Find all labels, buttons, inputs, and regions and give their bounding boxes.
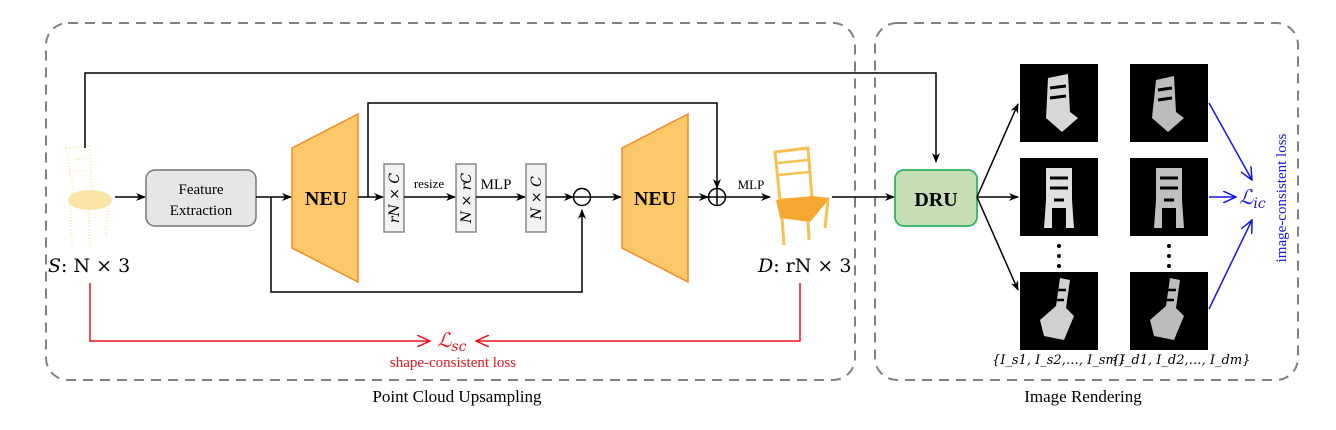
tensor-shape-NxrC — [455, 163, 477, 233]
arrow-shape-loss-from-dense — [476, 283, 801, 341]
resize-label: resize — [414, 176, 445, 191]
rendered-image-dense-m — [1130, 272, 1208, 350]
dense-image-set-label: {I_d1, I_d2,…, I_dm} — [1112, 353, 1251, 368]
add-operator-icon — [707, 187, 727, 207]
arrow-shape-loss-from-sparse — [89, 283, 430, 341]
section-title-left: Point Cloud Upsampling — [372, 387, 542, 406]
neu-block-2 — [621, 112, 689, 284]
tensor-shape-NxrC-label: N × rC — [459, 173, 475, 225]
shape-consistent-loss-symbol: ℒsc — [437, 328, 467, 355]
feature-extraction-label-1: Feature — [179, 182, 224, 198]
ellipsis-icon — [1057, 244, 1061, 268]
tensor-shape-rNxC-label: rN × C — [387, 173, 403, 224]
rendered-image-dense-2 — [1130, 158, 1208, 236]
dense-output-label: D: rN × 3 — [757, 255, 851, 277]
feature-extraction-block — [145, 169, 257, 227]
ellipsis-icon — [1167, 244, 1171, 268]
rendered-image-sparse-1 — [1020, 64, 1098, 142]
neu-label-2: NEU — [634, 188, 676, 210]
dru-label: DRU — [914, 189, 957, 211]
mlp-label-2: MLP — [738, 177, 765, 192]
image-consistent-loss-text: image-consistent loss — [1274, 133, 1290, 262]
tensor-shape-NxC — [525, 163, 547, 233]
image-consistent-loss-symbol: ℒic — [1239, 185, 1266, 212]
sparse-input-label: S: N × 3 — [48, 255, 130, 277]
arrow-dru-to-image-top — [976, 103, 1019, 198]
section-image-rendering — [874, 22, 1299, 381]
shape-consistent-loss-text: shape-consistent loss — [390, 355, 516, 371]
sparse-image-set-label: {I_s1, I_s2,…, I_sm} — [992, 353, 1126, 368]
subtract-operator-icon — [572, 187, 592, 207]
section-point-cloud-upsampling — [45, 22, 856, 381]
rendered-image-dense-1 — [1130, 64, 1208, 142]
tensor-shape-rNxC — [383, 163, 405, 233]
rendered-image-sparse-m — [1020, 272, 1098, 350]
section-title-right: Image Rendering — [1024, 387, 1142, 406]
neu-block-1 — [291, 112, 359, 284]
mlp-label-1: MLP — [481, 177, 512, 193]
rendered-image-sparse-2 — [1020, 158, 1098, 236]
tensor-shape-NxC-label: N × C — [529, 176, 545, 221]
dense-point-cloud-icon — [773, 146, 830, 246]
skip-connection-neu1-to-add — [367, 102, 721, 197]
arrow-dru-to-image-bottom — [976, 196, 1019, 291]
residual-path-feature-to-subtract — [270, 197, 586, 293]
sparse-point-cloud-icon — [64, 144, 112, 249]
skip-connection-sparse-to-dru — [84, 72, 940, 163]
neu-label-1: NEU — [305, 188, 347, 210]
feature-extraction-label-2: Extraction — [170, 203, 233, 219]
arrow-image-loss-bottom — [1208, 220, 1252, 310]
arrow-image-loss-top — [1208, 102, 1252, 180]
